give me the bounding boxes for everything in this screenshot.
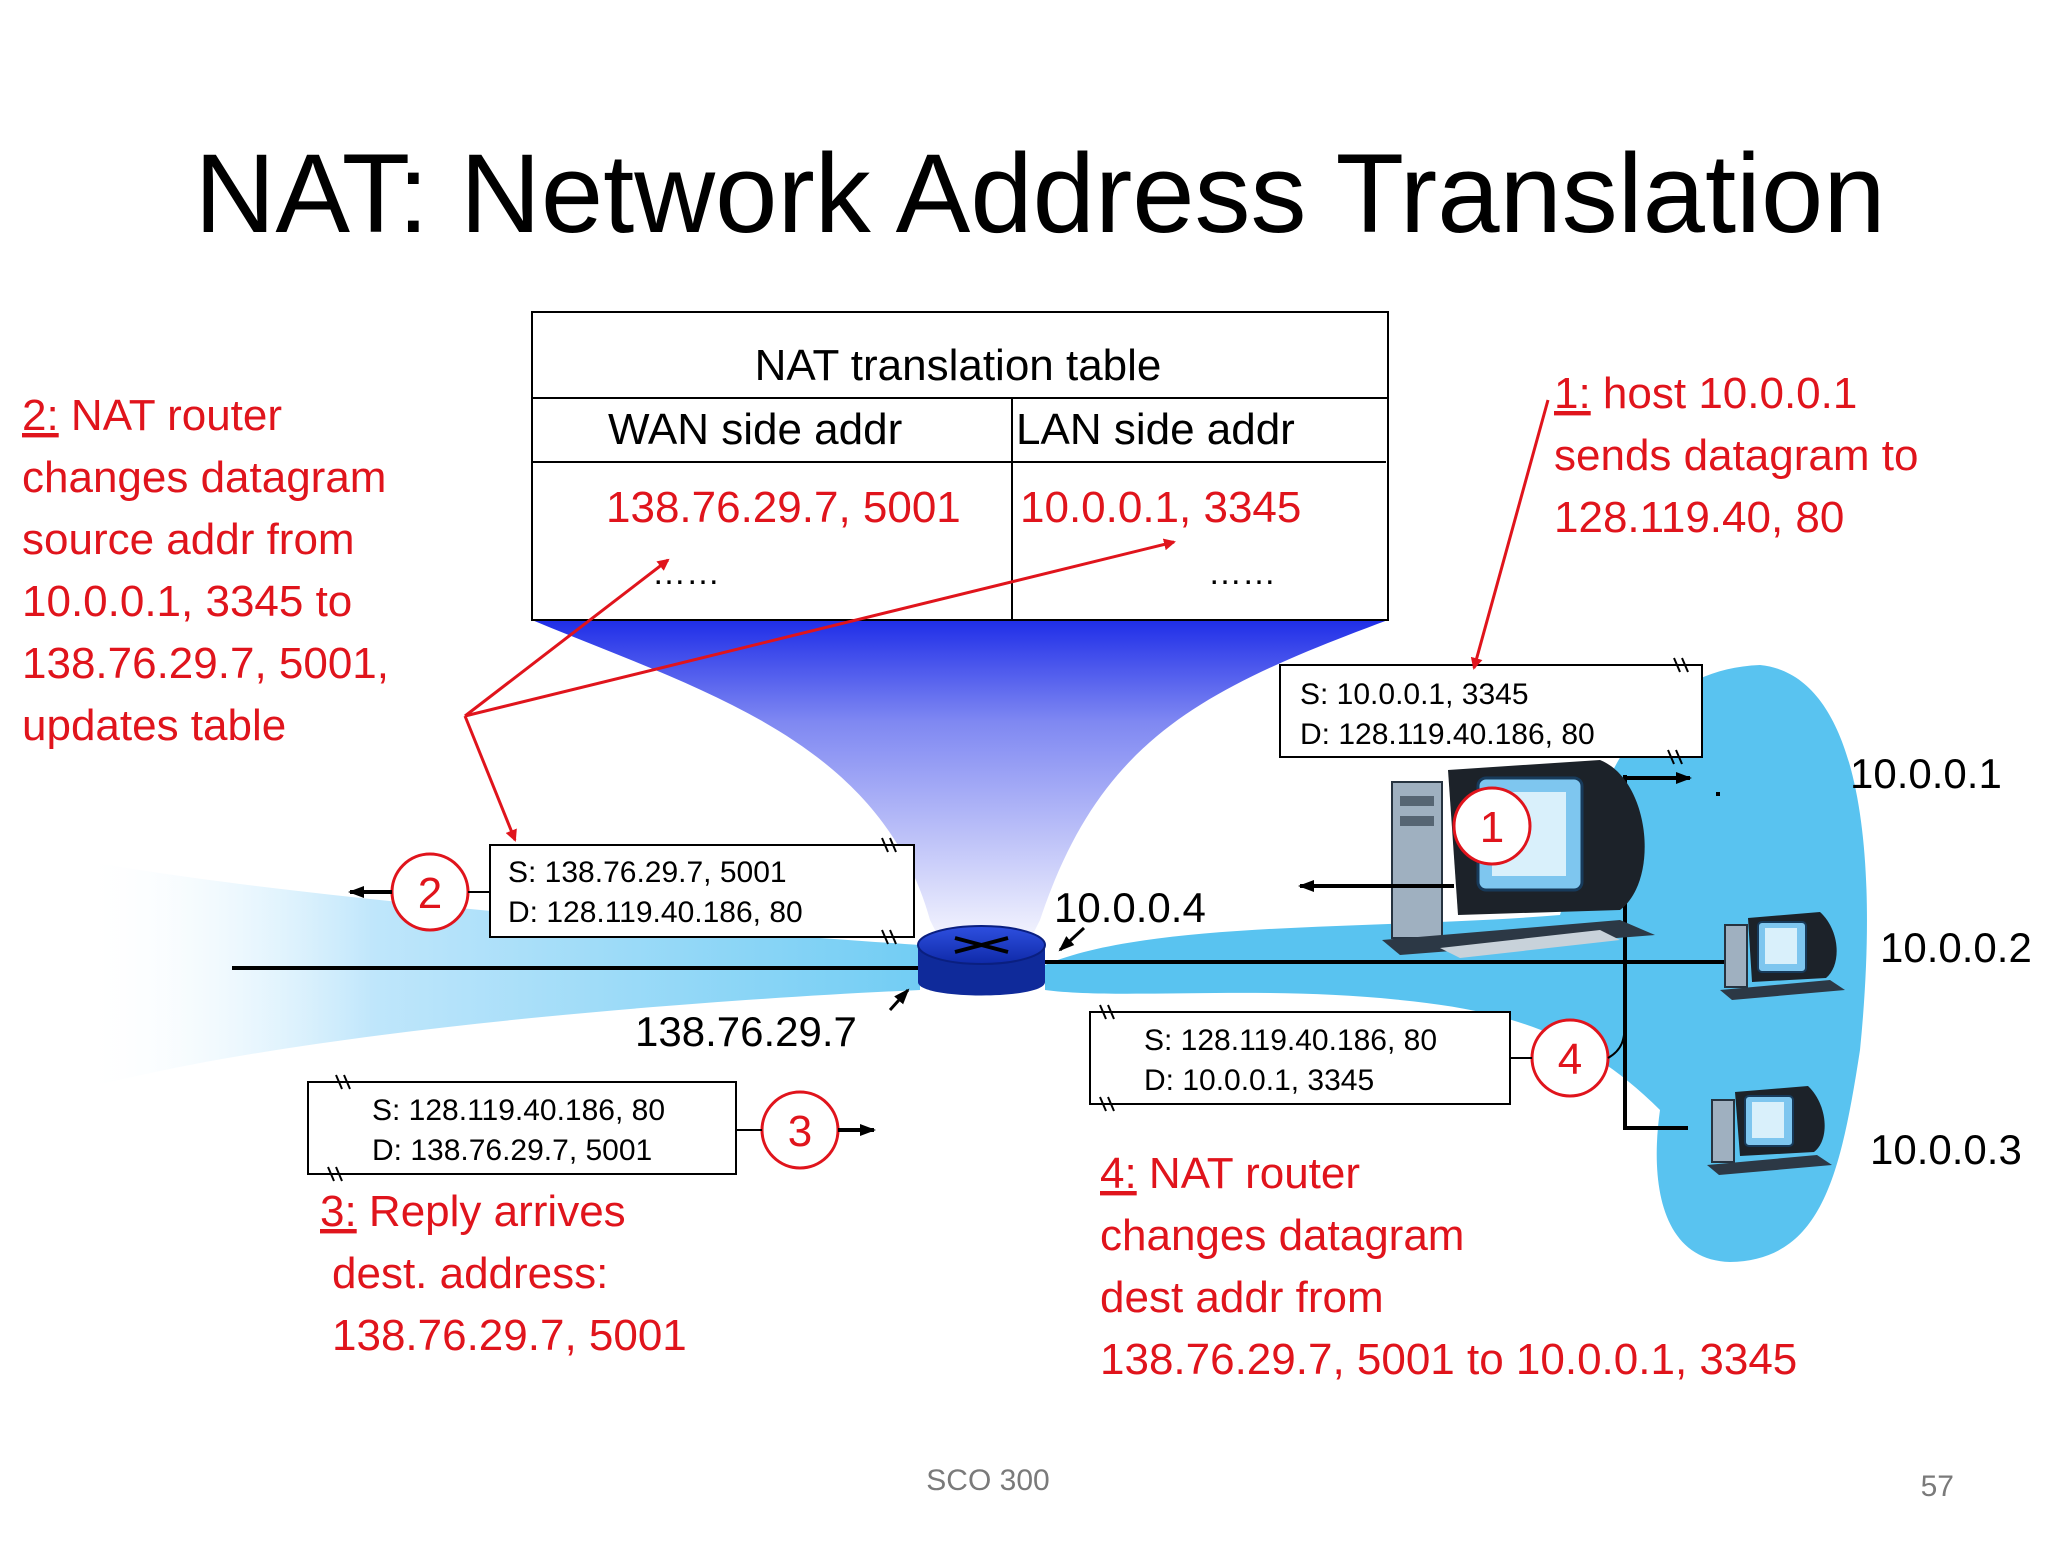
svg-text:2: NAT router: 2: NAT router <box>22 391 282 440</box>
packet-2-dest: D: 128.119.40.186, 80 <box>508 896 803 929</box>
svg-text:4: 4 <box>1558 1035 1582 1084</box>
svg-text:2: 2 <box>418 869 442 918</box>
host-1-address: 10.0.0.1 <box>1850 750 2002 797</box>
svg-text:138.76.29.7, 5001,: 138.76.29.7, 5001, <box>22 639 389 688</box>
step-badge-4: 4 <box>1530 1018 1610 1098</box>
svg-text:changes datagram: changes datagram <box>22 453 386 502</box>
step-badge-1: 1 <box>1452 786 1532 866</box>
step-badge-2: 2 <box>390 852 470 932</box>
packet-1-dest: D: 128.119.40.186, 80 <box>1300 718 1595 751</box>
step-3-text: 3: Reply arrives dest. address: 138.76.2… <box>320 1187 687 1360</box>
step-badge-3: 3 <box>760 1090 840 1170</box>
pointer-lan-address <box>1058 926 1086 952</box>
nat-translation-table: NAT translation table WAN side addr LAN … <box>531 311 1389 621</box>
packet-2: S: 138.76.29.7, 5001 D: 128.119.40.186, … <box>489 837 915 945</box>
annotation-arrow-2a <box>464 558 670 718</box>
svg-text:1: host 10.0.0.1: 1: host 10.0.0.1 <box>1554 369 1857 418</box>
step-1-text: 1: host 10.0.0.1 sends datagram to 128.1… <box>1554 369 1918 542</box>
table-ellipsis-wan: …… <box>652 554 720 592</box>
svg-text:1: 1 <box>1480 803 1504 852</box>
packet-3-source: S: 128.119.40.186, 80 <box>372 1094 665 1127</box>
svg-text:3: 3 <box>788 1107 812 1156</box>
packet-3: S: 128.119.40.186, 80 D: 138.76.29.7, 50… <box>307 1074 737 1182</box>
router-wan-address: 138.76.29.7 <box>635 1008 857 1055</box>
packet-3-dest: D: 138.76.29.7, 5001 <box>372 1134 652 1167</box>
packet-1: S: 10.0.0.1, 3345 D: 128.119.40.186, 80 <box>1279 657 1703 765</box>
table-funnel <box>532 620 1388 960</box>
table-ellipsis-lan: …… <box>1208 554 1276 592</box>
svg-text:source addr from: source addr from <box>22 515 355 564</box>
step-4-text: 4: NAT router changes datagram dest addr… <box>1100 1149 1797 1384</box>
svg-text:changes datagram: changes datagram <box>1100 1211 1464 1260</box>
slide-page-number: 57 <box>1921 1470 1954 1503</box>
host-2-address: 10.0.0.2 <box>1880 924 2032 971</box>
svg-text:dest addr from: dest addr from <box>1100 1273 1384 1322</box>
page-title: NAT: Network Address Translation <box>194 131 1885 256</box>
svg-text:10.0.0.1, 3345 to: 10.0.0.1, 3345 to <box>22 577 352 626</box>
svg-text:128.119.40, 80: 128.119.40, 80 <box>1554 493 1844 542</box>
table-cell-wan: 138.76.29.7, 5001 <box>606 483 961 532</box>
slide-footer: SCO 300 <box>926 1464 1049 1497</box>
table-cell-lan: 10.0.0.1, 3345 <box>1020 483 1301 532</box>
nat-router[interactable] <box>917 925 1046 996</box>
packet-1-source: S: 10.0.0.1, 3345 <box>1300 678 1529 711</box>
svg-text:138.76.29.7, 5001: 138.76.29.7, 5001 <box>332 1311 687 1360</box>
table-caption: NAT translation table <box>755 341 1162 390</box>
host-computer-2[interactable] <box>1720 912 1845 1000</box>
svg-text:sends datagram to: sends datagram to <box>1554 431 1918 480</box>
packet-4-dest: D: 10.0.0.1, 3345 <box>1144 1064 1374 1097</box>
wan-cloud <box>80 860 920 1090</box>
step-2-text: 2: NAT router changes datagram source ad… <box>22 391 389 750</box>
svg-text:138.76.29.7, 5001 to 10.0.0.1,: 138.76.29.7, 5001 to 10.0.0.1, 3345 <box>1100 1335 1797 1384</box>
pointer-wan-address <box>888 988 910 1012</box>
svg-text:dest. address:: dest. address: <box>332 1249 608 1298</box>
svg-text:3: Reply arrives: 3: Reply arrives <box>320 1187 626 1236</box>
host-3-address: 10.0.0.3 <box>1870 1126 2022 1173</box>
packet-4: S: 128.119.40.186, 80 D: 10.0.0.1, 3345 <box>1089 1004 1511 1112</box>
table-header-wan: WAN side addr <box>608 405 902 454</box>
annotation-arrow-1 <box>1470 399 1550 670</box>
packet-4-source: S: 128.119.40.186, 80 <box>1144 1024 1437 1057</box>
router-lan-address: 10.0.0.4 <box>1054 884 1206 931</box>
svg-text:4: NAT router: 4: NAT router <box>1100 1149 1360 1198</box>
router-cross-icon <box>954 936 1009 954</box>
svg-text:updates table: updates table <box>22 701 286 750</box>
annotation-arrow-2b <box>464 538 1176 718</box>
packet-2-source: S: 138.76.29.7, 5001 <box>508 856 787 889</box>
annotation-arrow-2c <box>463 715 517 842</box>
table-header-lan: LAN side addr <box>1016 405 1295 454</box>
host-computer-3[interactable] <box>1707 1086 1832 1175</box>
